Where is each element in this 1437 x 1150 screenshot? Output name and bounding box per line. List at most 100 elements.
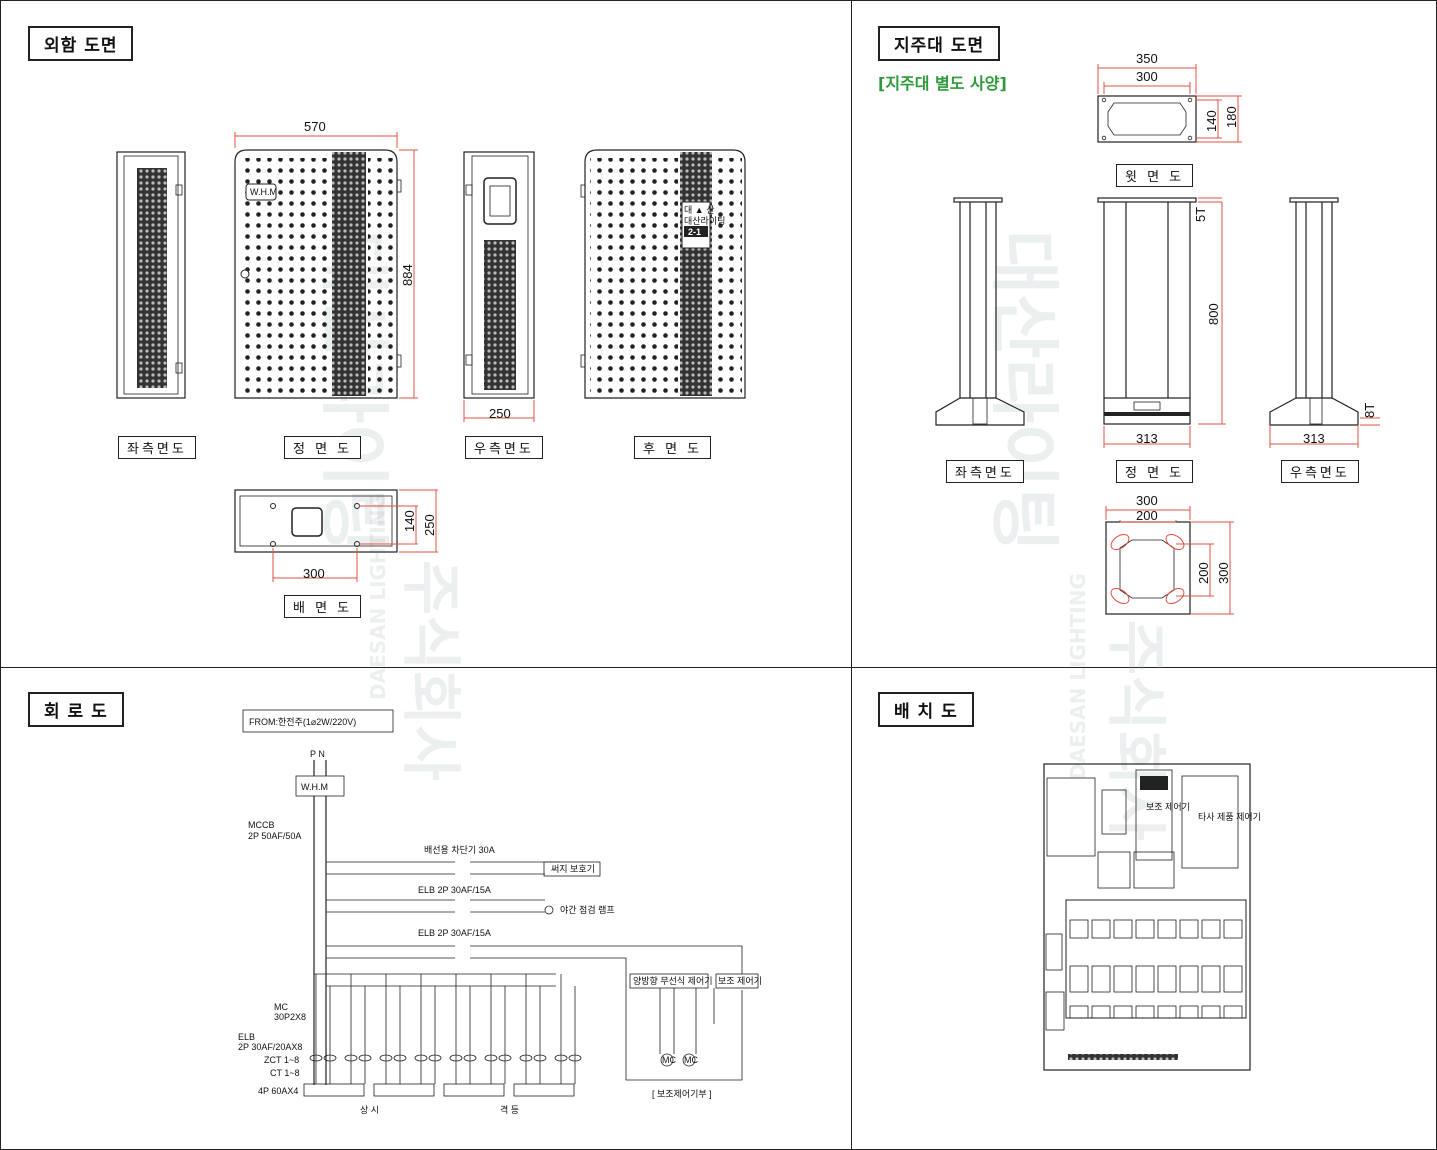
mccb-label-2: 2P 50AF/50A (248, 831, 301, 841)
breaker1-label: 배선용 차단기 30A (424, 844, 495, 855)
elb-label: ELB (238, 1032, 255, 1042)
zct-coil (344, 1054, 358, 1062)
mc-label-1: MC (662, 1055, 676, 1065)
dim-bot-w1: 300 (1136, 493, 1158, 508)
stand-title: 지주대 도면 (878, 26, 1001, 61)
watermark-text-3: DAESAN LIGHTING (366, 493, 390, 700)
zct-coil (554, 1054, 568, 1062)
breaker-module (1113, 1005, 1133, 1019)
lamp-label: 야간 점검 램프 (560, 904, 615, 915)
breaker-module (1069, 965, 1089, 993)
aux-part-label: [ 보조제어기부 ] (652, 1089, 712, 1099)
stand-front-view: 5T 800 313 (1097, 197, 1226, 448)
breaker-module (1157, 965, 1177, 993)
right-side-view: 250 (463, 151, 535, 422)
dim-back-w: 300 (303, 566, 325, 581)
dim-stand-height: 800 (1206, 303, 1221, 325)
whm-tag: W.H.M (250, 187, 277, 197)
breaker-module (1091, 919, 1111, 939)
zct-coil (323, 1054, 337, 1062)
label-stand-top: 윗 면 도 (1116, 164, 1194, 187)
label-rear-view: 후 면 도 (634, 436, 712, 459)
front-dims: 570 884 (234, 119, 418, 399)
dim-back-h2: 250 (422, 514, 437, 536)
aux-ctrl-label: 보조 제어기 (1146, 802, 1190, 812)
dim-bot-w2: 200 (1136, 508, 1158, 523)
other-ctrl-label: 타사 제품 제어기 (1198, 812, 1261, 822)
watermark-text-5: 주식회사 (1100, 620, 1170, 841)
plate-line2: 대산라이팅 (684, 216, 725, 226)
breaker-module (1135, 919, 1155, 939)
front-view: W.H.M (234, 149, 402, 399)
pn-label: P N (310, 749, 325, 759)
dim-base-front: 313 (1136, 431, 1158, 446)
breaker-module (1179, 919, 1199, 939)
wireless-label: 양방향 무선식 제어기 (633, 975, 713, 986)
breaker-module (1157, 1005, 1177, 1019)
breaker-module (1113, 965, 1133, 993)
plate-line3: 2-1 (688, 227, 701, 237)
zct-coil (484, 1054, 498, 1062)
dim-base-right: 313 (1303, 431, 1325, 446)
dim-height: 884 (400, 264, 415, 286)
watermark-text-2: 주식회사 (395, 560, 465, 781)
zct-coil (309, 1054, 323, 1062)
zct-coil (428, 1054, 442, 1062)
breaker-module (1069, 1005, 1089, 1019)
mc-label-2: MC (684, 1055, 698, 1065)
breaker-module (1135, 965, 1155, 993)
watermark-text-4: 대산라이팅 (983, 230, 1065, 552)
zct-coil (449, 1054, 463, 1062)
dim-bot-h2: 300 (1216, 562, 1231, 584)
stand-left-view (935, 197, 1025, 426)
zct-label: ZCT 1~8 (264, 1055, 299, 1065)
zct-coil (379, 1054, 393, 1062)
breaker-module (1135, 1005, 1155, 1019)
zct-coil (533, 1054, 547, 1062)
label-stand-left: 좌측면도 (946, 460, 1024, 483)
layout-title: 배 치 도 (878, 692, 974, 727)
breaker-module (1201, 1005, 1221, 1019)
stand-top-view: 350 300 140 180 (1097, 51, 1242, 143)
zct-coil (414, 1054, 428, 1062)
layout-diagram: 보조 제어기 타사 제품 제어기 (1043, 763, 1261, 1071)
panel-exterior (0, 0, 852, 668)
breaker-module (1201, 965, 1221, 993)
panel-circuit (0, 668, 852, 1150)
stand-bottom-view: 300 200 200 300 (1105, 493, 1234, 615)
label-front-view: 정 면 도 (284, 436, 362, 459)
breaker-module (1223, 965, 1243, 993)
label-right-view: 우측면도 (465, 436, 543, 459)
panel-stand (852, 0, 1437, 668)
zct-coil (519, 1054, 533, 1062)
always-label: 상 시 (360, 1105, 379, 1115)
dim-depth: 250 (489, 406, 511, 421)
ct-label: CT 1~8 (270, 1068, 300, 1078)
whm-label: W.H.M (301, 782, 328, 792)
breaker-module (1223, 1005, 1243, 1019)
back-view: 300 140 250 (234, 489, 438, 582)
mc-spec: 30P2X8 (274, 1012, 306, 1022)
zct-coil (463, 1054, 477, 1062)
left-side-view (116, 151, 186, 399)
breaker-module (1157, 919, 1177, 939)
dim-top-h2: 180 (1224, 106, 1239, 128)
zct-coil (358, 1054, 372, 1062)
dim-top-h1: 140 (1204, 110, 1219, 132)
circuit-title: 회 로 도 (28, 692, 124, 727)
zct-coil (393, 1054, 407, 1062)
dim-top-w2: 300 (1136, 69, 1158, 84)
zct-coil (498, 1054, 512, 1062)
watermark-text-6: DAESAN LIGHTING (1066, 573, 1090, 780)
aux-label: 보조 제어기 (718, 976, 762, 986)
dim-bot-h1: 200 (1196, 562, 1211, 584)
dim-top-w1: 350 (1136, 51, 1158, 66)
dim-back-h1: 140 (402, 510, 417, 532)
breaker-module (1201, 919, 1221, 939)
alternate-label: 격 등 (500, 1104, 519, 1115)
elb-spec: 2P 30AF/20AX8 (238, 1042, 302, 1052)
label-left-view: 좌측면도 (118, 436, 196, 459)
label-stand-front: 정 면 도 (1116, 460, 1194, 483)
rear-view: 대 ▲ 산 대산라이팅 2-1 (580, 149, 746, 399)
